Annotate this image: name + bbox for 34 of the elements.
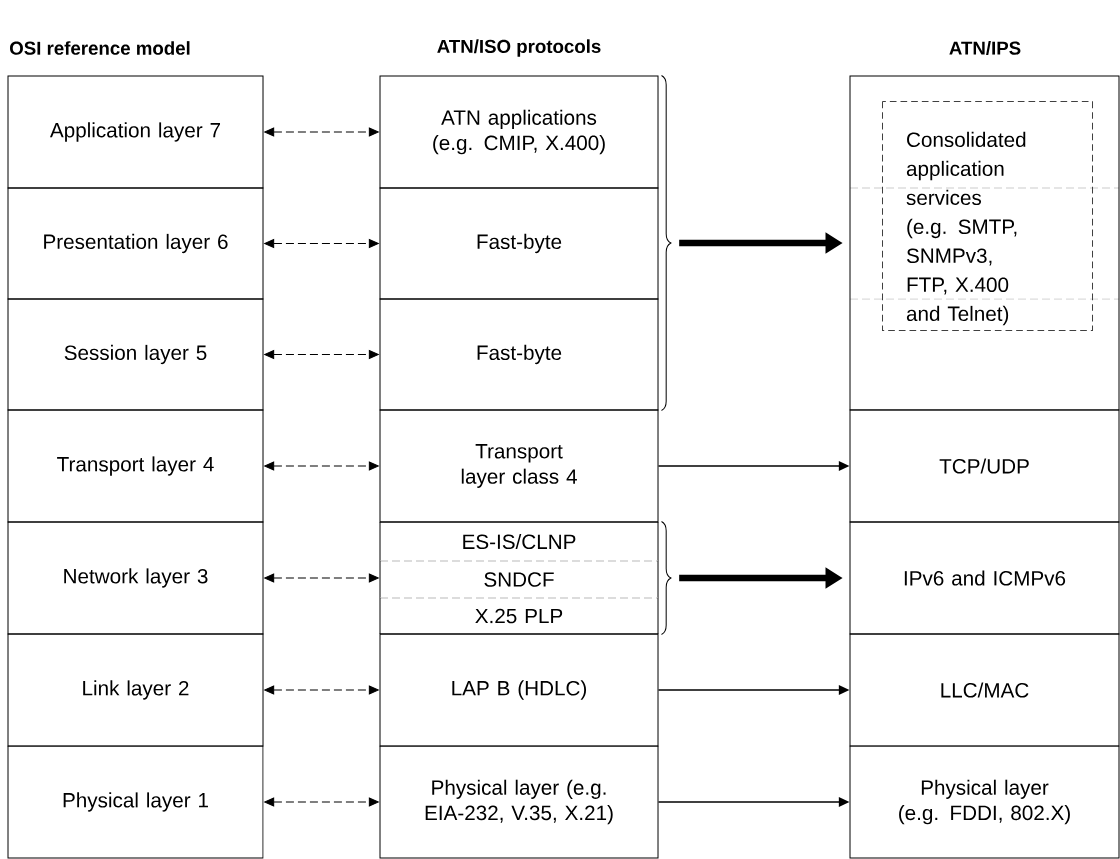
arrow: [264, 349, 379, 359]
protocol-box: ATN applications (e.g. CMIP, X.400): [379, 75, 659, 189]
layer-box: Session layer 5: [7, 298, 264, 411]
protocol-box: X.25 PLP: [379, 597, 659, 635]
arrow: [264, 573, 379, 583]
protocol-box: Fast-byte: [379, 187, 659, 300]
arrow: [264, 127, 379, 137]
protocol-box: SNDCF: [379, 560, 659, 599]
layer-box: Presentation layer 6: [7, 187, 264, 300]
layer-box: Transport layer 4: [7, 409, 264, 523]
arrow: [264, 238, 379, 248]
protocol-box: Transport layer class 4: [379, 409, 659, 523]
brace: [661, 75, 672, 411]
column-heading: ATN/IPS: [949, 41, 1021, 55]
services-box: Consolidated application services (e.g. SMTP, SNMPv3, FTP, X.400 and Telnet): [882, 101, 1093, 331]
arrow: [264, 685, 379, 695]
protocol-box: TCP/UDP: [849, 409, 1120, 523]
arrow: [264, 797, 379, 807]
protocol-box: Fast-byte: [379, 298, 659, 411]
protocol-box: Physical layer (e.g. FDDI, 802.X): [849, 745, 1120, 859]
column-heading: ATN/ISO protocols: [437, 39, 601, 57]
arrow: [264, 461, 379, 471]
protocol-box: ES-IS/CLNP: [379, 521, 659, 562]
protocol-box: LLC/MAC: [849, 633, 1120, 747]
layer-box: Application layer 7: [7, 75, 264, 189]
column-heading: OSI reference model: [10, 41, 190, 55]
brace: [661, 521, 672, 635]
layer-box: Physical layer 1: [7, 745, 264, 859]
protocol-box: Physical layer (e.g. EIA-232, V.35, X.21): [379, 745, 659, 859]
protocol-box: LAP B (HDLC): [379, 633, 659, 747]
layer-box: Network layer 3: [7, 521, 264, 635]
protocol-box: IPv6 and ICMPv6: [849, 521, 1120, 635]
layer-box: Link layer 2: [7, 633, 264, 747]
stack-box: [849, 75, 1120, 411]
